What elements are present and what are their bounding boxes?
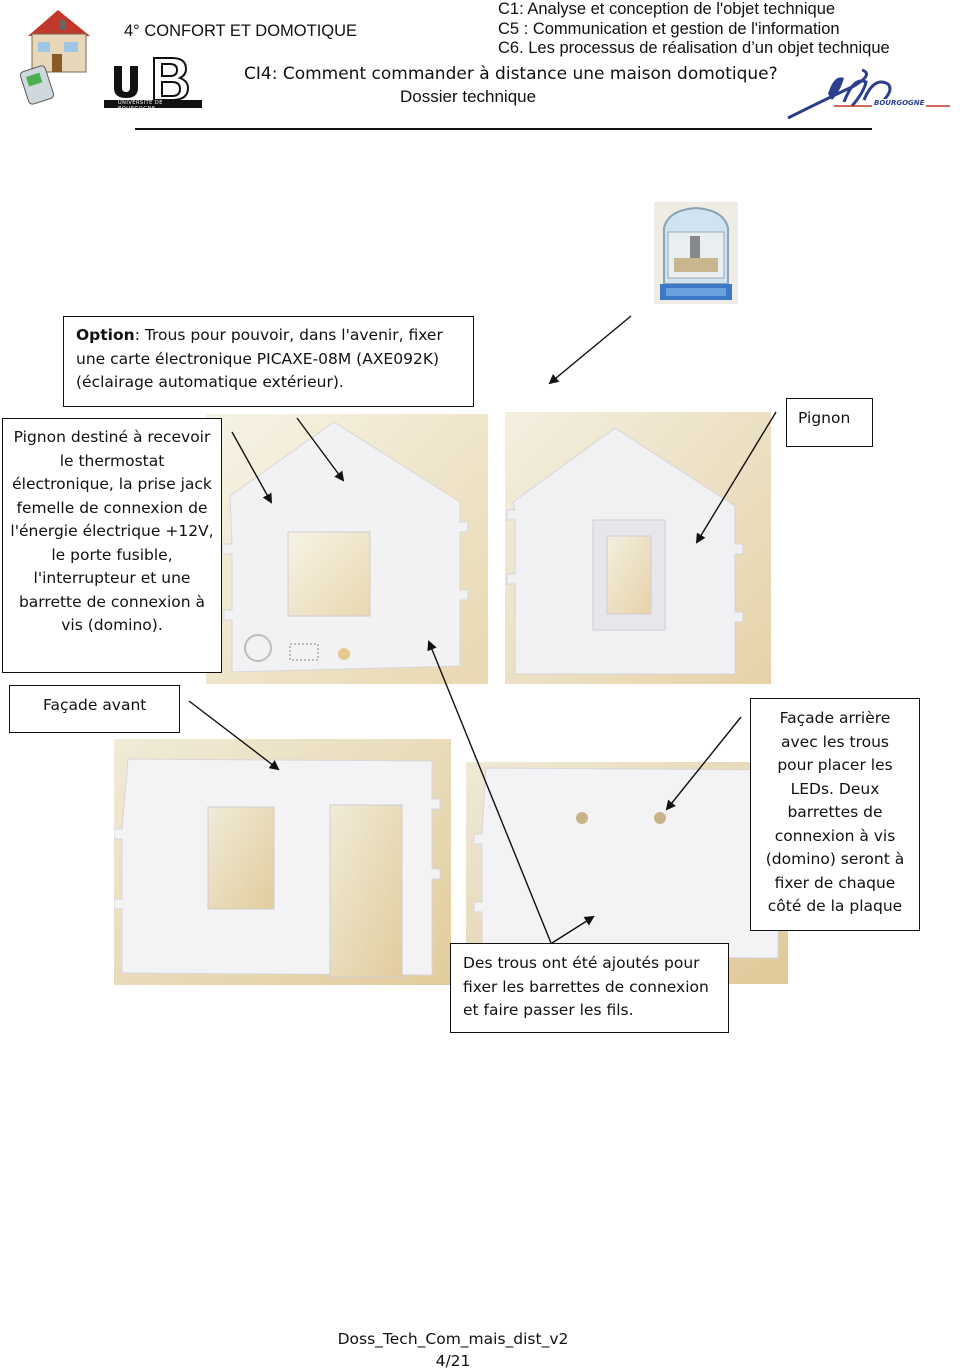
ci-question: CI4: Comment commander à distance une ma… [244,64,778,84]
facade-avant-text: Façade avant [43,696,147,714]
trous-text: Des trous ont été ajoutés pour fixer les… [463,954,709,1019]
competence-c5: C5 : Communication et gestion de l'infor… [498,19,840,38]
ub-logo-text: UNIVERSITE DE BOURGOGNE [118,100,163,112]
cnc-machine-photo [654,202,738,304]
pignon-front-callout: Pignon destiné à recevoir le thermostat … [2,418,222,673]
footer-page: 4/21 [435,1352,471,1370]
competence-c1: C1: Analyse et conception de l'objet tec… [498,0,836,18]
option-callout: Option: Trous pour pouvoir, dans l'aveni… [63,316,474,407]
facade-arriere-text: Façade arrière avec les trous pour place… [765,709,905,915]
iufm-logo: BOURGOGNE [784,64,956,122]
rear-gable-photo [505,412,771,684]
competence-c6: C6. Les processus de réalisation d’un ob… [498,39,890,57]
class-title: 4° CONFORT ET DOMOTIQUE [124,22,358,40]
pignon-callout: Pignon [786,398,873,447]
competences-list: C1: Analyse et conception de l'objet tec… [498,0,890,59]
trous-callout: Des trous ont été ajoutés pour fixer les… [450,943,729,1033]
iufm-logo-text: BOURGOGNE [872,99,927,107]
doc-type: Dossier technique [400,87,537,106]
house-logo-icon [19,6,94,106]
ub-logo: UNIVERSITE DE BOURGOGNE [104,56,202,112]
facade-avant-callout: Façade avant [9,685,180,733]
front-gable-photo [206,414,488,684]
front-facade-photo [114,739,451,985]
option-text: : Trous pour pouvoir, dans l'avenir, fix… [76,326,443,391]
option-label: Option [76,326,135,344]
footer-filename: Doss_Tech_Com_mais_dist_v2 [337,1330,569,1348]
pignon-front-text: Pignon destiné à recevoir le thermostat … [10,428,214,634]
header-rule [135,128,872,130]
pignon-text: Pignon [798,409,851,427]
facade-arriere-callout: Façade arrière avec les trous pour place… [750,698,920,931]
